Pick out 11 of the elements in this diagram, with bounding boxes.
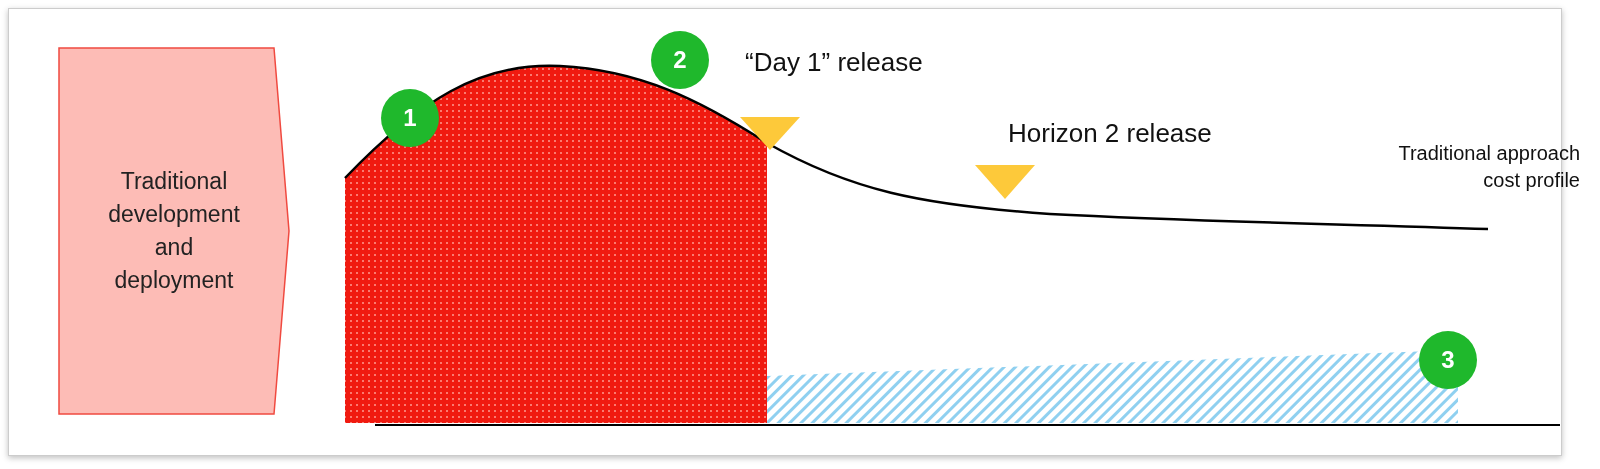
number: 2: [673, 46, 687, 74]
milestone-label: Horizon 2 release: [1008, 117, 1213, 150]
number-circle: [1418, 330, 1478, 390]
number: 1: [403, 104, 417, 132]
curve-label: Traditional approach cost profile: [1397, 141, 1580, 193]
box-text: Traditional development and deployment: [107, 167, 241, 295]
chevron-box: [58, 47, 290, 415]
milestone-label: “Day 1” release: [745, 46, 924, 79]
number-circle: [650, 30, 710, 90]
number: 3: [1441, 346, 1455, 374]
number-circle: [380, 88, 440, 148]
